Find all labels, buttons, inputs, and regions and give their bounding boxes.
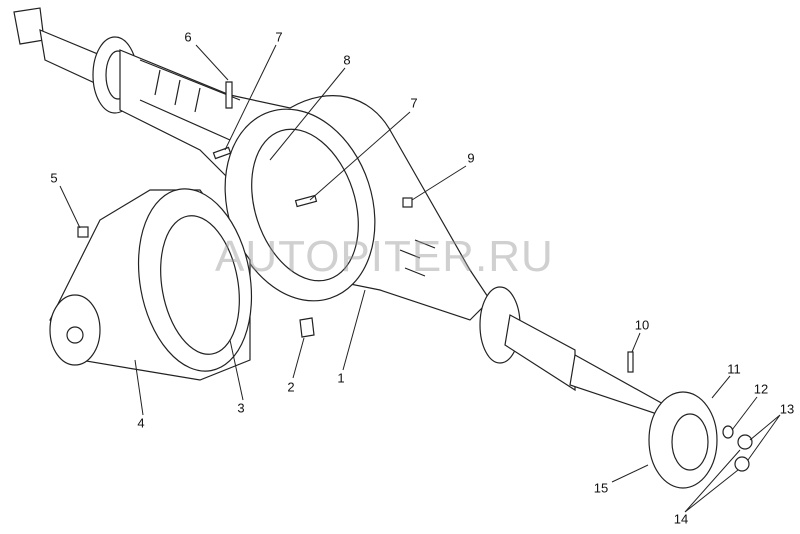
washer-12 xyxy=(722,425,734,439)
callout-7b: 7 xyxy=(410,95,418,111)
stud-7a xyxy=(212,146,232,160)
watermark: AUTOPITER.RU xyxy=(215,232,554,281)
leader-lines xyxy=(59,44,781,513)
nut-13a xyxy=(737,434,753,450)
callout-12: 12 xyxy=(753,381,769,397)
nut-13b xyxy=(734,456,750,472)
callout-2: 2 xyxy=(287,379,295,395)
pinion-flange xyxy=(49,294,101,366)
stud-10 xyxy=(627,351,634,373)
callout-14: 14 xyxy=(673,511,689,527)
callout-10: 10 xyxy=(634,317,650,333)
callout-5: 5 xyxy=(50,170,58,186)
stud-7b xyxy=(294,194,318,208)
callout-11: 11 xyxy=(727,361,741,377)
callout-7a: 7 xyxy=(275,29,283,45)
callout-1: 1 xyxy=(337,370,345,386)
wheel-hub xyxy=(648,391,718,489)
callout-13: 13 xyxy=(779,401,795,417)
right-axle-tube xyxy=(504,314,576,392)
right-axle-shaft xyxy=(569,354,666,416)
callout-8: 8 xyxy=(343,52,351,68)
callout-15: 15 xyxy=(593,480,609,496)
callout-9: 9 xyxy=(467,150,475,166)
callout-6: 6 xyxy=(184,29,192,45)
plug-2 xyxy=(299,317,315,338)
nut-9 xyxy=(402,197,413,208)
breather xyxy=(225,81,233,109)
callout-4: 4 xyxy=(137,415,145,431)
nut-5 xyxy=(77,226,89,238)
callout-3: 3 xyxy=(237,400,245,416)
